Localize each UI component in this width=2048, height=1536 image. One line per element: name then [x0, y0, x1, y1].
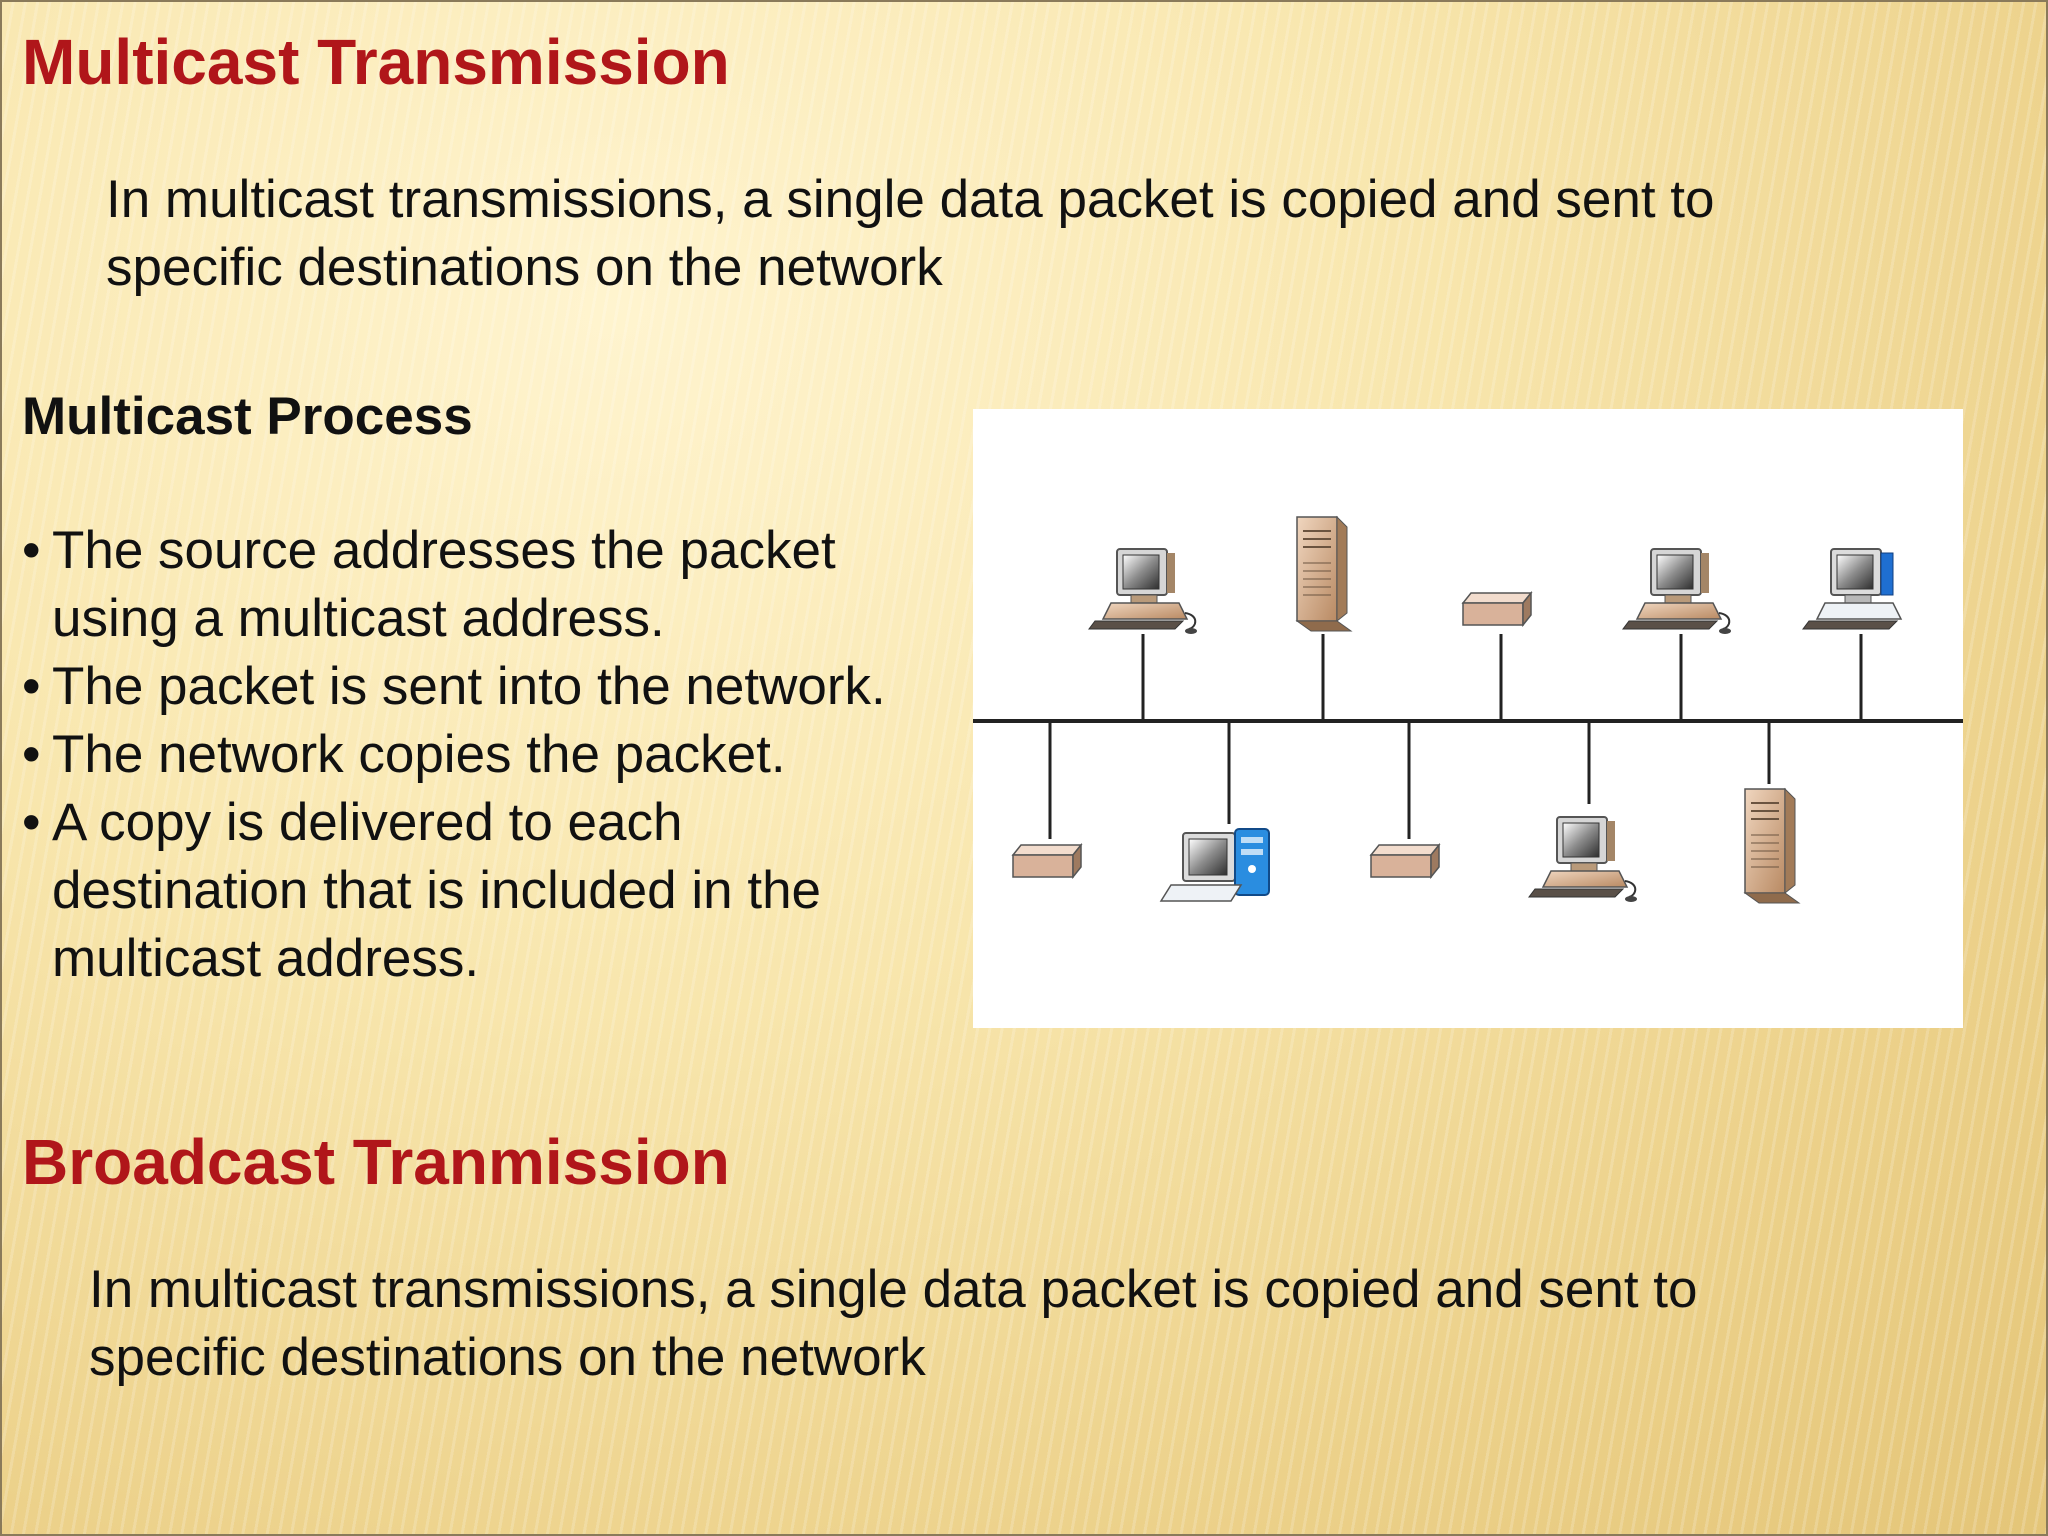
process-step: A copy is delivered to each destination … [22, 789, 942, 993]
desktop-computer-icon [1088, 548, 1198, 635]
desktop-computer-icon [1160, 828, 1270, 902]
tower-server-icon [1296, 516, 1352, 632]
broadcast-definition: In multicast transmissions, a single dat… [89, 1260, 1698, 1387]
broadcast-title: Broadcast Tranmission [22, 1126, 730, 1198]
desktop-computer-icon [1622, 548, 1732, 635]
network-device-icon [1370, 844, 1440, 878]
multicast-definition: In multicast transmissions, a single dat… [106, 170, 1715, 297]
tower-server-icon [1744, 788, 1800, 904]
network-device-icon [1462, 592, 1532, 626]
multicast-process-heading: Multicast Process [22, 387, 473, 446]
process-step: The packet is sent into the network. [22, 653, 942, 721]
multicast-network-diagram [973, 409, 1963, 1028]
multicast-title: Multicast Transmission [22, 26, 730, 98]
network-device-icon [1012, 844, 1082, 878]
multicast-process-list: The source addresses the packet using a … [22, 517, 942, 993]
desktop-computer-icon [1802, 548, 1902, 630]
process-step: The network copies the packet. [22, 721, 942, 789]
desktop-computer-icon [1528, 816, 1638, 903]
process-step: The source addresses the packet using a … [22, 517, 942, 653]
